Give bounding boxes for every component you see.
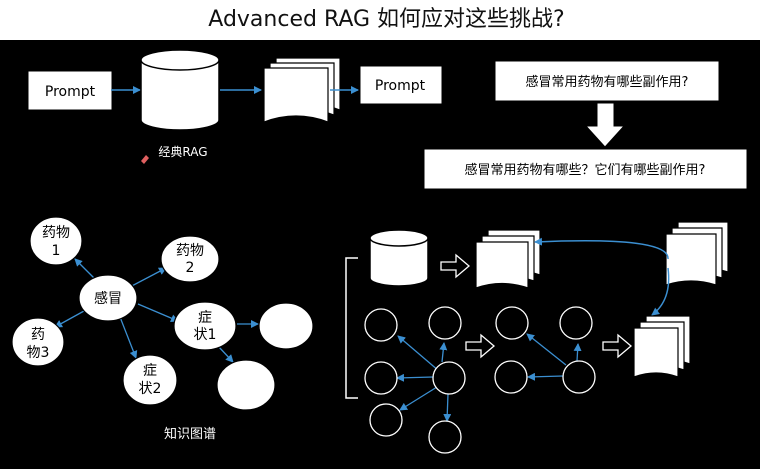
node-drug-3	[11, 317, 65, 367]
retrieved-docs-icon	[665, 221, 729, 286]
node-empty-2	[216, 359, 276, 411]
node-cold-label: 感冒	[94, 290, 122, 307]
node-symptom-2	[122, 354, 178, 406]
node-cold	[78, 274, 138, 322]
knowledge-graph-caption: 知识图谱	[164, 426, 216, 442]
query-rewritten-box	[424, 149, 747, 189]
prompt-output-box	[360, 66, 442, 104]
knowledge-graph: 药物 1 药物 2 感冒 药 物3 症 状1 症 状2 知识图谱	[11, 216, 314, 442]
input-bracket	[345, 257, 358, 399]
graph-cluster-1	[364, 306, 466, 454]
query-rewrite: 感冒常用药物有哪些副作用? 感冒常用药物有哪些？它们有哪些副作用?	[424, 61, 747, 189]
node-drug-1-line1: 药物	[42, 225, 70, 241]
node-symptom-2-line1: 症	[143, 363, 157, 379]
hollow-arrow-db	[440, 253, 471, 279]
final-docs-icon	[633, 315, 691, 378]
query-original-label: 感冒常用药物有哪些副作用?	[526, 74, 689, 90]
node-drug-2-line1: 药物	[176, 243, 204, 259]
node-drug-2	[160, 235, 220, 283]
advanced-rag-flow	[345, 221, 729, 454]
node-symptom-1	[173, 301, 237, 351]
query-original-box	[495, 61, 719, 101]
prompt-output-label: Prompt	[375, 78, 426, 94]
documents-icon	[263, 57, 341, 123]
node-drug-3-line1: 药	[31, 327, 45, 343]
node-drug-1-line2: 1	[52, 243, 61, 259]
node-symptom-2-line2: 状2	[139, 381, 162, 397]
arrow-docs-down	[651, 267, 670, 316]
arrow-docs-feedback	[534, 237, 669, 260]
node-drug-1	[29, 216, 83, 266]
classic-rag-caption: 经典RAG	[158, 145, 207, 159]
pen-cursor-icon	[141, 155, 149, 164]
hollow-arrow-graph-2	[602, 333, 633, 359]
rewrite-down-arrow	[584, 102, 626, 148]
node-empty-1	[258, 302, 314, 350]
node-symptom-1-line2: 状1	[194, 327, 217, 343]
graph-cluster-2	[494, 306, 596, 394]
hollow-arrow-graph-1	[465, 333, 496, 359]
prompt-input-label: Prompt	[45, 84, 96, 100]
node-symptom-1-line1: 症	[198, 310, 212, 326]
query-rewritten-label: 感冒常用药物有哪些？它们有哪些副作用?	[465, 162, 706, 178]
classic-rag-flow: Prompt Prompt 经典RAG	[28, 49, 442, 164]
advanced-database-icon	[369, 229, 429, 287]
database-icon	[140, 49, 220, 131]
node-drug-2-line2: 2	[186, 260, 195, 276]
advanced-docs-icon	[475, 229, 541, 289]
page-title: Advanced RAG 如何应对这些挑战?	[0, 0, 773, 40]
node-drug-3-line2: 物3	[27, 345, 50, 361]
